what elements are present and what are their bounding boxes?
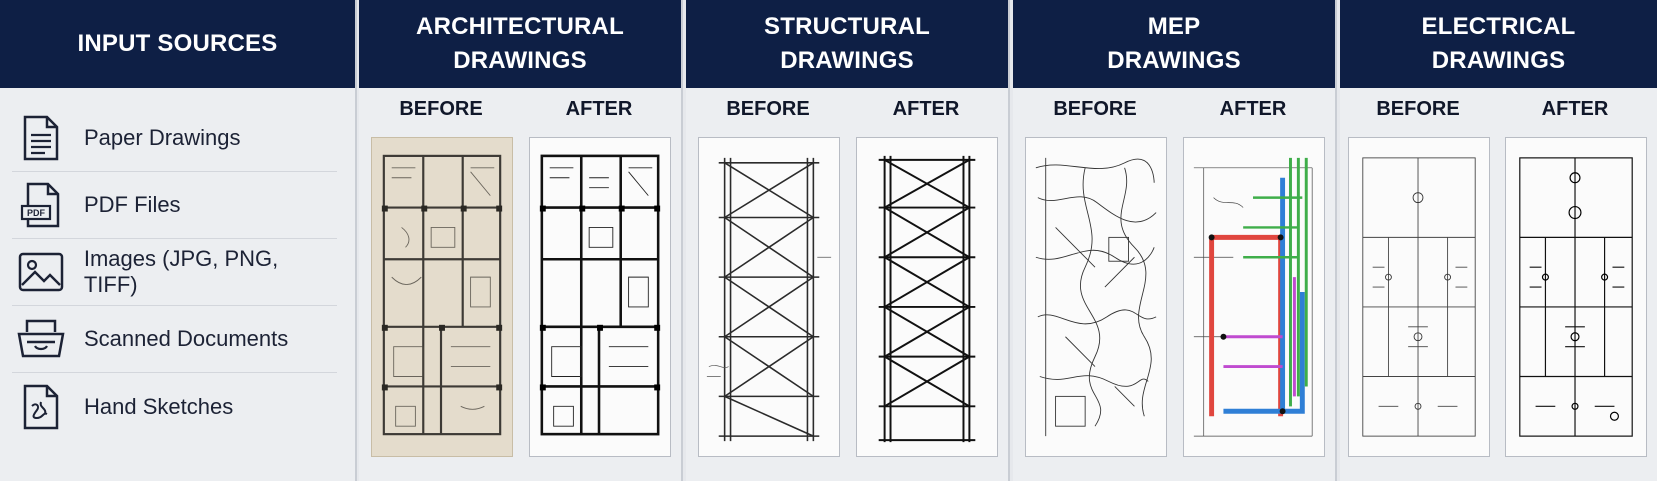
source-label: Scanned Documents [84,326,289,351]
architectural-after-sheet [529,137,671,457]
after-label: AFTER [1541,98,1609,120]
structural-before-sheet [698,137,840,457]
image-icon [16,247,66,297]
source-item-sketches[interactable]: Hand Sketches [12,373,337,440]
source-item-pdf[interactable]: PDF PDF Files [12,172,337,239]
before-label: BEFORE [726,98,810,120]
electrical-panel: ELECTRICAL DRAWINGS BEFORE AFTER [1340,0,1657,481]
panel-title-line1: ARCHITECTURAL [416,13,624,40]
source-label: PDF Files [84,192,181,217]
source-item-paper[interactable]: Paper Drawings [12,105,337,172]
svg-text:PDF: PDF [27,208,46,218]
source-item-scanned[interactable]: Scanned Documents [12,306,337,373]
electrical-header: ELECTRICAL DRAWINGS [1340,0,1657,88]
architectural-before-sheet [371,137,513,457]
panel-title-line2: DRAWINGS [1107,47,1241,74]
structural-panel: STRUCTURAL DRAWINGS BEFORE AFTER [686,0,1010,481]
pdf-file-icon: PDF [16,180,66,230]
input-sources-title: INPUT SOURCES [77,30,278,57]
panel-title-line2: DRAWINGS [453,47,587,74]
before-label: BEFORE [1053,98,1137,120]
source-label: Images (JPG, PNG, TIFF) [83,246,279,297]
sketch-file-icon [16,382,66,432]
panel-title-line1: MEP [1147,13,1201,40]
after-label: AFTER [565,98,633,120]
mep-panel: MEP DRAWINGS BEFORE AFTER [1013,0,1337,481]
structural-after-sheet [856,137,998,457]
source-label: Hand Sketches [84,393,234,419]
structural-header: STRUCTURAL DRAWINGS [686,0,1008,88]
electrical-after-sheet [1505,137,1647,457]
architectural-panel: ARCHITECTURAL DRAWINGS BEFORE AFTER [359,0,683,481]
panel-title-line1: ELECTRICAL [1421,13,1576,40]
after-label: AFTER [1219,98,1287,120]
before-label: BEFORE [399,98,483,120]
scanner-icon [16,314,66,364]
mep-header: MEP DRAWINGS [1013,0,1335,88]
architectural-header: ARCHITECTURAL DRAWINGS [359,0,681,88]
panel-title-line1: STRUCTURAL [764,13,930,40]
electrical-before-sheet [1348,137,1490,457]
source-label: Paper Drawings [84,125,241,150]
mep-after-sheet [1183,137,1325,457]
document-icon [16,113,66,163]
mep-before-sheet [1025,137,1167,457]
before-label: BEFORE [1376,98,1460,120]
after-label: AFTER [892,98,960,120]
panel-title-line2: DRAWINGS [1431,47,1566,74]
input-sources-header: INPUT SOURCES [0,0,355,88]
input-sources-panel: INPUT SOURCES Paper Drawings PDF PDF Fil… [0,0,357,481]
panel-title-line2: DRAWINGS [780,47,914,74]
input-source-list: Paper Drawings PDF PDF Files Images (JPG… [12,105,337,440]
source-item-images[interactable]: Images (JPG, PNG, TIFF) [12,239,337,306]
